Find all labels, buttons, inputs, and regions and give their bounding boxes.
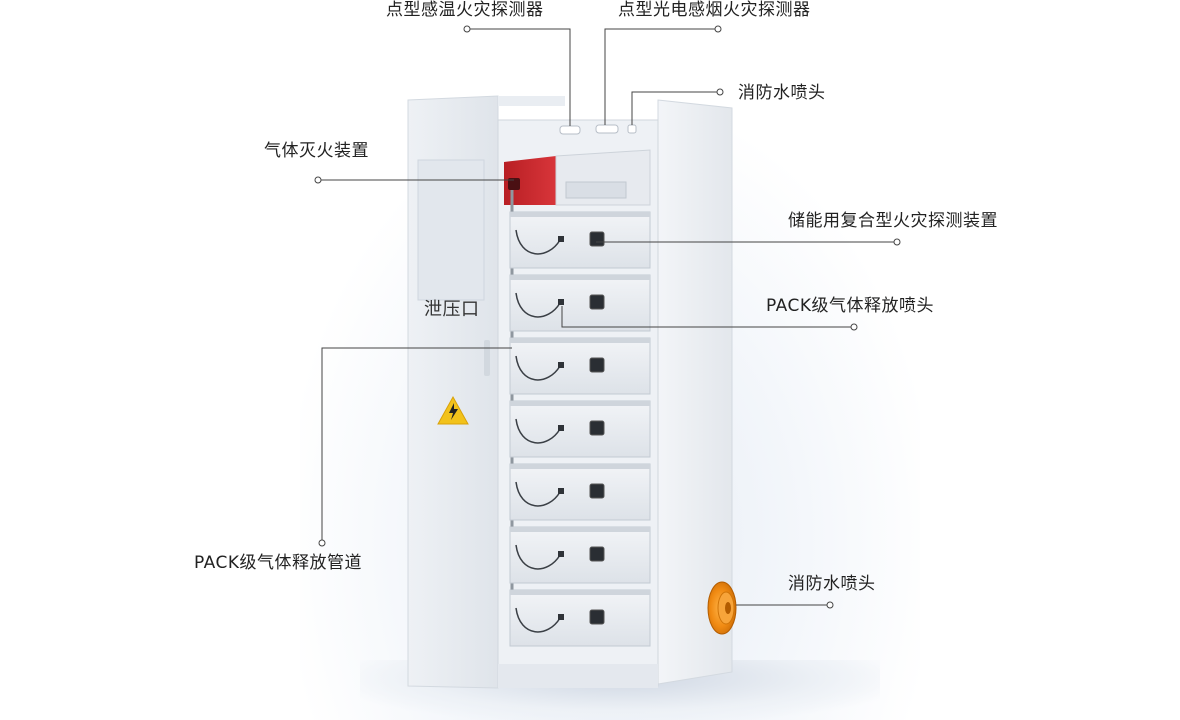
module-body [509,526,651,584]
module-body [509,400,651,458]
composite-detector-icon [589,546,605,562]
callout-lines [318,28,897,606]
callout-dots [314,25,901,609]
callout-dot [714,25,722,33]
label-pack-gas-nozzle: PACK级气体释放喷头 [766,296,935,316]
callout-dot [850,323,858,331]
vent-louvers [417,159,485,301]
high-voltage-warning-icon [437,395,469,425]
controller-panel [565,181,627,199]
label-gas-suppression: 气体灭火装置 [264,141,369,161]
side-sprinkler-icon [707,581,737,635]
composite-detector-icon [589,231,605,247]
module-top-edge [510,527,650,532]
pack-gas-nozzle-icon [558,614,564,620]
pack-gas-nozzle-icon [558,551,564,557]
label-composite-detector: 储能用复合型火灾探测装置 [788,211,998,231]
module-cable [515,481,561,507]
module-top-edge [510,212,650,217]
battery-module [509,463,651,521]
red-box-port [508,178,520,190]
module-top-edge [510,464,650,469]
door-latch [484,340,490,376]
pack-gas-nozzle-icon [558,362,564,368]
module-body [509,463,651,521]
battery-modules [509,211,651,647]
heat-detector-line [467,28,571,126]
callout-dot [318,539,326,547]
module-cable [515,418,561,444]
gas-suppression-unit [504,149,651,206]
module-top-edge [510,401,650,406]
callout-dot [716,88,724,96]
module-cable [515,229,561,255]
callout-dot [314,176,322,184]
callout-dot [463,25,471,33]
composite-detector-icon [589,420,605,436]
battery-module [509,526,651,584]
label-heat-detector: 点型感温火灾探测器 [386,0,544,20]
pack-gas-nozzle-icon [558,425,564,431]
composite-detector-icon [589,483,605,499]
label-pack-gas-pipe: PACK级气体释放管道 [194,553,363,573]
composite-detector-icon [589,294,605,310]
module-body [509,589,651,647]
battery-module [509,400,651,458]
module-cable [515,355,561,381]
callout-dot [893,238,901,246]
pack-gas-nozzle-icon [558,488,564,494]
module-cable [515,292,561,318]
callout-dot [826,601,834,609]
composite-detector-icon [589,609,605,625]
smoke-detector-body [595,124,619,134]
module-top-edge [510,275,650,280]
module-cable [515,544,561,570]
battery-module [509,211,651,269]
vent-label: 泄压口 [424,299,480,320]
pack-gas-nozzle-icon [558,299,564,305]
label-smoke-detector: 点型光电感烟火灾探测器 [618,0,811,20]
heat-detector-body [559,125,581,135]
composite-detector-icon [589,357,605,373]
battery-module [509,274,651,332]
pack-gas-nozzle-icon [558,236,564,242]
label-sprinkler-top: 消防水喷头 [738,83,826,103]
battery-module [509,589,651,647]
top-sprinkler-body [627,124,637,134]
module-body [509,337,651,395]
module-body [509,211,651,269]
module-top-edge [510,590,650,595]
pack-gas-nozzle-line [561,306,854,328]
module-cable [515,607,561,633]
label-sprinkler-side: 消防水喷头 [788,574,876,594]
pack-gas-pipe-line [321,347,512,543]
module-top-edge [510,338,650,343]
module-body [509,274,651,332]
sprinkler-top-line [631,91,720,125]
cabinet-left-panel [407,95,565,689]
battery-module [509,337,651,395]
smoke-detector-line [604,28,718,125]
